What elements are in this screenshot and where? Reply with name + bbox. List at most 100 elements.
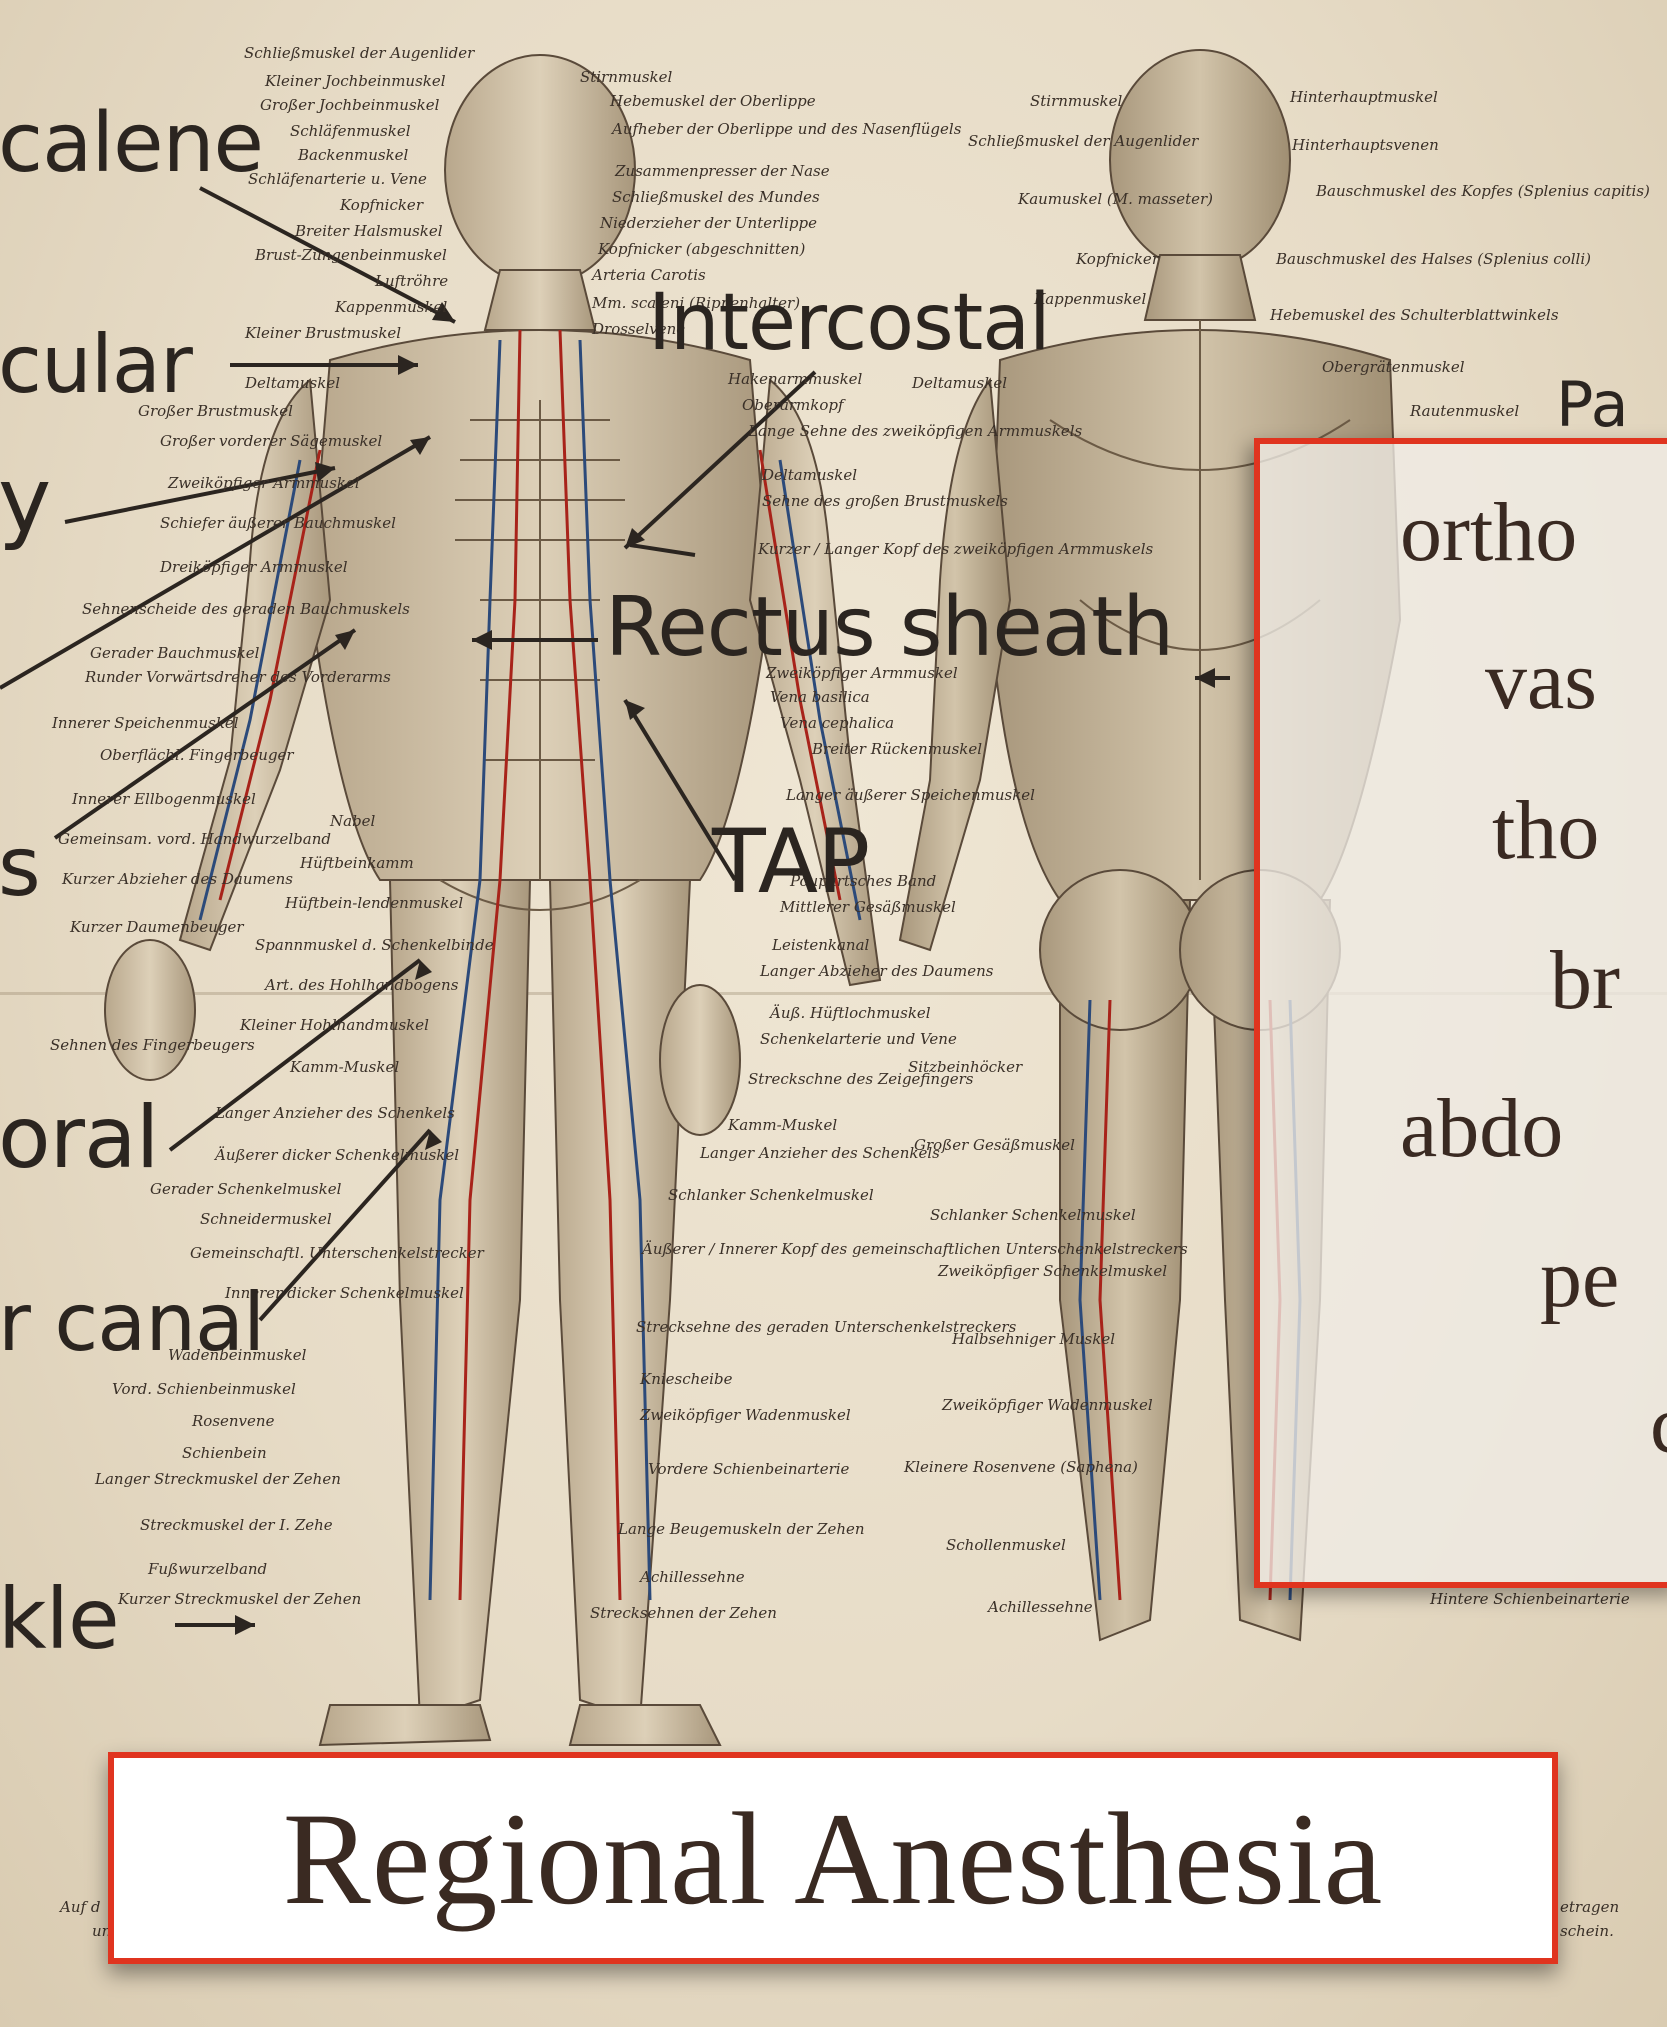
chart-label: Gemeinsam. vord. Handwurzelband: [58, 830, 331, 848]
chart-label: Schneidermuskel: [200, 1210, 332, 1228]
chart-label: Schlanker Schenkelmuskel: [930, 1206, 1136, 1224]
chart-label: Vord. Schienbeinmuskel: [112, 1380, 296, 1398]
chart-label: Sehne des großen Brustmuskels: [762, 492, 1008, 510]
chart-label: Schienbein: [182, 1444, 267, 1462]
chart-label: Kopfnicker: [340, 196, 423, 214]
chart-label: Gerader Schenkelmuskel: [150, 1180, 341, 1198]
chart-label: Fußwurzelband: [148, 1560, 267, 1578]
slide-title: Regional Anesthesia: [283, 1782, 1383, 1935]
chart-label: Strecksehnen der Zehen: [590, 1604, 777, 1622]
chart-label: Leistenkanal: [772, 936, 869, 954]
chart-label: Großer Gesäßmuskel: [914, 1136, 1075, 1154]
chart-label: Achillessehne: [988, 1598, 1093, 1616]
chart-label: Kappenmuskel: [335, 298, 447, 316]
chart-label: Brust-Zungenbeinmuskel: [255, 246, 447, 264]
chart-label: Kurzer / Langer Kopf des zweiköpfigen Ar…: [758, 540, 1153, 558]
chart-label: Kaumuskel (M. masseter): [1018, 190, 1213, 208]
chart-label: Großer vorderer Sägemuskel: [160, 432, 382, 450]
label-ankle: kle: [0, 1570, 119, 1668]
label-tap: TAP: [712, 810, 869, 913]
chart-label: Spannmuskel d. Schenkelbinde: [255, 936, 494, 954]
chart-label: Langer Anzieher des Schenkels: [700, 1144, 940, 1162]
chart-label: Kurzer Streckmuskel der Zehen: [118, 1590, 361, 1608]
chart-label: Dreiköpfiger Armmuskel: [160, 558, 348, 576]
chart-label: Hebemuskel des Schulterblattwinkels: [1270, 306, 1559, 324]
chart-label: Schließmuskel der Augenlider: [968, 132, 1198, 150]
footer-fragment-left: Auf d: [60, 1898, 100, 1916]
chart-label: Schiefer äußerer Bauchmuskel: [160, 514, 396, 532]
chart-label: Kopfnicker (abgeschnitten): [598, 240, 805, 258]
chart-label: Stirnmuskel: [1030, 92, 1122, 110]
chart-label: Schläfenarterie u. Vene: [248, 170, 427, 188]
chart-label: Langer Abzieher des Daumens: [760, 962, 994, 980]
chart-label: Vordere Schienbeinarterie: [648, 1460, 849, 1478]
chart-label: Backenmuskel: [298, 146, 408, 164]
chart-label: Stirnmuskel: [580, 68, 672, 86]
chart-label: Hüftbein-lendenmuskel: [285, 894, 463, 912]
chart-label: Schläfenmuskel: [290, 122, 411, 140]
label-femoral: oral: [0, 1088, 159, 1188]
chart-label: Innerer Ellbogenmuskel: [72, 790, 256, 808]
chart-label: Streckmuskel der I. Zehe: [140, 1516, 333, 1534]
label-intercostal: Intercostal: [648, 278, 1050, 368]
chart-label: Äußerer / Innerer Kopf des gemeinschaftl…: [642, 1240, 1188, 1258]
block-list-item: c: [1650, 1376, 1667, 1473]
chart-label: Kleinere Rosenvene (Saphena): [904, 1458, 1138, 1476]
chart-label: Breiter Rückenmuskel: [812, 740, 982, 758]
chart-label: Schließmuskel des Mundes: [612, 188, 820, 206]
chart-label: Bauschmuskel des Halses (Splenius colli): [1276, 250, 1591, 268]
label-rectus-sheath: Rectus sheath: [605, 580, 1173, 675]
block-list-item: br: [1550, 932, 1620, 1029]
chart-label: Kniescheibe: [640, 1370, 732, 1388]
chart-label: Äuß. Hüftlochmuskel: [770, 1004, 931, 1022]
chart-label: Runder Vorwärtsdreher des Vorderarms: [85, 668, 391, 686]
chart-label: Äußerer dicker Schenkelmuskel: [215, 1146, 459, 1164]
chart-label: Zweiköpfiger Wadenmuskel: [640, 1406, 851, 1424]
chart-label: Hinterhauptsvenen: [1292, 136, 1439, 154]
chart-label: Zweiköpfiger Wadenmuskel: [942, 1396, 1153, 1414]
chart-label: Hintere Schienbeinarterie: [1430, 1590, 1630, 1608]
label-s: s: [0, 820, 40, 915]
chart-label: Lange Beugemuskeln der Zehen: [618, 1520, 865, 1538]
chart-label: Schenkelarterie und Vene: [760, 1030, 957, 1048]
chart-label: Innerer Speichenmuskel: [52, 714, 239, 732]
chart-label: Rosenvene: [192, 1412, 274, 1430]
chart-label: Obergrätenmuskel: [1322, 358, 1465, 376]
chart-label: Kleiner Brustmuskel: [245, 324, 401, 342]
chart-label: Deltamuskel: [245, 374, 340, 392]
chart-label: Art. des Hohlhandbogens: [265, 976, 458, 994]
chart-label: Nabel: [330, 812, 375, 830]
chart-label: Hüftbeinkamm: [300, 854, 414, 872]
chart-label: Gerader Bauchmuskel: [90, 644, 259, 662]
label-supraclavicular: cular: [0, 318, 192, 411]
footer-fragment-right-2: schein.: [1560, 1922, 1614, 1940]
chart-label: Vena basilica: [770, 688, 870, 706]
chart-label: Zusammenpresser der Nase: [615, 162, 830, 180]
chart-label: Niederzieher der Unterlippe: [600, 214, 817, 232]
chart-label: Langer Streckmuskel der Zehen: [95, 1470, 341, 1488]
chart-label: Kamm-Muskel: [290, 1058, 399, 1076]
chart-label: Kamm-Muskel: [728, 1116, 837, 1134]
chart-label: Luftröhre: [375, 272, 448, 290]
chart-label: Achillessehne: [640, 1568, 745, 1586]
chart-label: Kurzer Abzieher des Daumens: [62, 870, 293, 888]
chart-label: Kurzer Daumenbeuger: [70, 918, 244, 936]
chart-label: Oberarmkopf: [742, 396, 844, 414]
chart-label: Hakenarmmuskel: [728, 370, 862, 388]
block-list-item: vas: [1485, 632, 1597, 729]
chart-label: Sitzbeinhöcker: [908, 1058, 1022, 1076]
chart-label: Aufheber der Oberlippe und des Nasenflüg…: [612, 120, 961, 138]
chart-label: Kleiner Hohlhandmuskel: [240, 1016, 429, 1034]
block-list-item: abdo: [1400, 1080, 1563, 1177]
label-paravertebral: Pa: [1556, 368, 1629, 441]
block-list-item: ortho: [1400, 484, 1577, 581]
chart-label: Langer äußerer Speichenmuskel: [786, 786, 1035, 804]
chart-label: Hinterhauptmuskel: [1290, 88, 1438, 106]
chart-label: Kleiner Jochbeinmuskel: [265, 72, 446, 90]
chart-label: Schließmuskel der Augenlider: [244, 44, 474, 62]
block-list-panel: ortho vas tho br abdo pe c: [1254, 438, 1667, 1588]
chart-label: Deltamuskel: [912, 374, 1007, 392]
label-infraclavicular: y: [0, 448, 50, 553]
chart-label: Großer Jochbeinmuskel: [260, 96, 439, 114]
